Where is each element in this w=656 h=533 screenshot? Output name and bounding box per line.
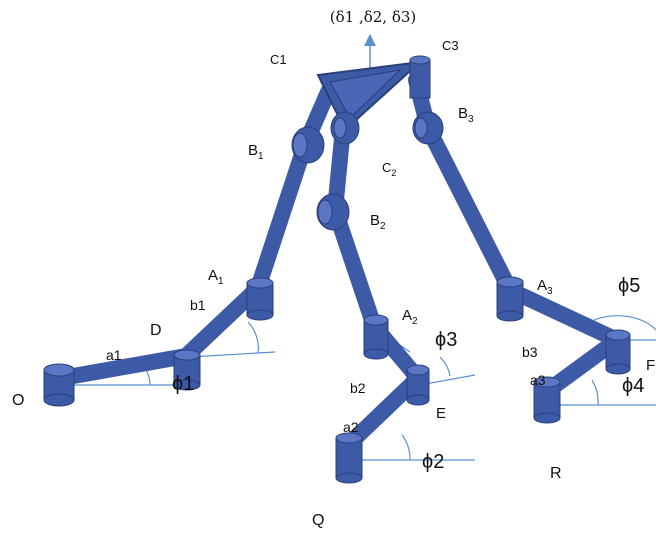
label-b1: B1: [248, 142, 264, 162]
label-e: E: [436, 405, 446, 422]
label-c3: C3: [442, 38, 459, 53]
label-a2-joint: A2: [402, 307, 418, 327]
title-vector: (δ1 ,δ2, δ3): [330, 8, 417, 26]
label-phi3: ϕ3: [435, 329, 457, 351]
label-f: F: [646, 357, 655, 374]
label-a2-link: a2: [343, 419, 359, 435]
label-a3-joint: A3: [537, 277, 553, 297]
label-a3-link: a3: [530, 372, 546, 388]
label-phi4: ϕ4: [622, 375, 644, 397]
label-a1-joint: A1: [208, 267, 224, 287]
label-c2: C2: [382, 160, 396, 178]
label-b2: B2: [370, 212, 386, 232]
label-b1-link: b1: [190, 297, 206, 313]
label-d: D: [150, 322, 162, 339]
joints: [43, 55, 631, 484]
label-c1: C1: [270, 52, 287, 67]
label-phi5: ϕ5: [618, 275, 640, 297]
label-b3: B3: [458, 105, 474, 125]
label-o: O: [12, 392, 24, 409]
label-phi2: ϕ2: [422, 451, 444, 473]
label-q: Q: [312, 512, 324, 529]
label-a1-link: a1: [106, 347, 122, 363]
label-b2-link: b2: [350, 380, 366, 396]
label-b3-link: b3: [522, 344, 538, 360]
label-r: R: [550, 465, 562, 482]
label-phi1: ϕ1: [172, 373, 194, 395]
